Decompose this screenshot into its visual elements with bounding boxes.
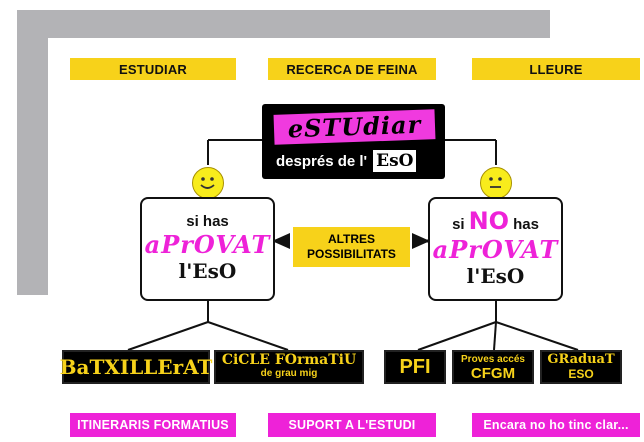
center-title-sub-eso: EsO — [373, 150, 417, 172]
right-branch-si: si — [452, 216, 465, 233]
option-cicle-formatiu-button[interactable]: CiCLE FOrmaTiU de grau mig — [214, 350, 364, 384]
right-branch-aprovat: aPrOVAT — [432, 235, 559, 264]
option-batxillerat-button[interactable]: BaTXILLErAT — [60, 350, 212, 384]
cicle-sub-label: de grau mig — [260, 368, 318, 379]
left-branch-aprovat: aPrOVAT — [144, 230, 271, 259]
center-title-subtitle: després de l' EsO — [276, 150, 446, 172]
nav-suport-estudi-button[interactable]: SUPORT A L'ESTUDI — [268, 413, 436, 437]
proves-top-label: Proves accés — [461, 354, 525, 365]
option-pfi-button[interactable]: PFI — [384, 350, 446, 384]
right-branch-eso: l'EsO — [466, 264, 525, 288]
happy-face-icon — [192, 167, 224, 199]
option-proves-acces-button[interactable]: Proves accés CFGM — [452, 350, 534, 384]
altres-line2: POSSIBILITATS — [307, 247, 396, 261]
nav-encara-no-ho-tinc-clar-button[interactable]: Encara no ho tinc clar... — [472, 413, 640, 437]
altres-line1: ALTRES — [327, 232, 376, 246]
altres-possibilitats-button[interactable]: ALTRES POSSIBILITATS — [293, 227, 410, 267]
graduat-main-label: ESO — [568, 367, 594, 381]
left-branch-si-has: si has — [186, 213, 229, 230]
cicle-main-label: CiCLE FOrmaTiU — [221, 352, 357, 368]
neutral-face-icon — [480, 167, 512, 199]
graduat-top-label: GRaduaT — [547, 352, 615, 367]
right-branch-box: si NO has aPrOVAT l'EsO — [428, 197, 563, 301]
center-title-main: eSTUdiar — [273, 109, 436, 145]
left-branch-eso: l'EsO — [178, 259, 237, 283]
nav-recerca-feina-button[interactable]: RECERCA DE FEINA — [268, 58, 436, 80]
nav-lleure-button[interactable]: LLEURE — [472, 58, 640, 80]
right-branch-si-no-has: si NO has — [430, 207, 561, 235]
center-title-sub-prefix: després de l' — [276, 152, 368, 170]
right-branch-has: has — [513, 216, 539, 233]
nav-itineraris-formatius-button[interactable]: ITINERARIS FORMATIUS — [70, 413, 236, 437]
left-branch-box: si has aPrOVAT l'EsO — [140, 197, 275, 301]
option-graduat-eso-button[interactable]: GRaduaT ESO — [540, 350, 622, 384]
right-branch-no: NO — [468, 207, 510, 235]
nav-estudiar-button[interactable]: ESTUDIAR — [70, 58, 236, 80]
proves-main-label: CFGM — [470, 365, 516, 382]
